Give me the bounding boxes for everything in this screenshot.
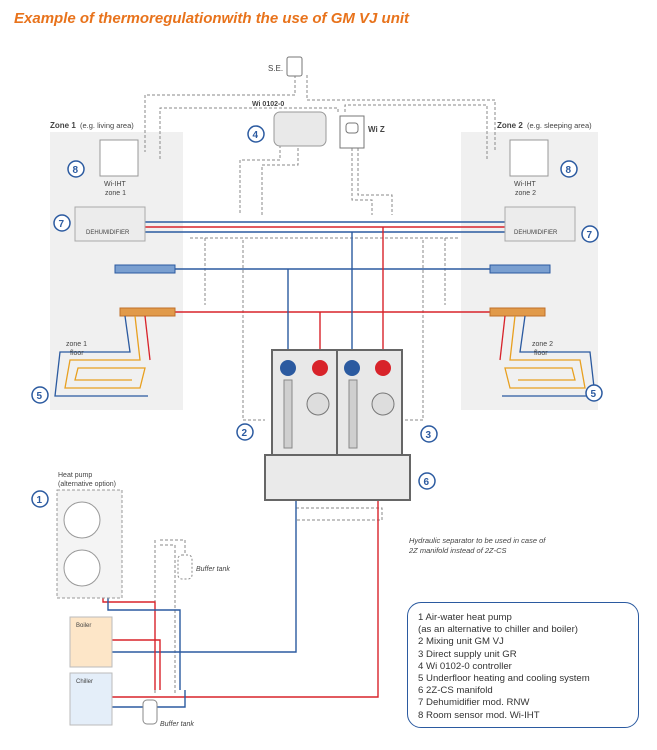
callout-5-left: 5 [37, 391, 43, 402]
dehumidifier-zone2 [504, 206, 576, 242]
chiller [69, 672, 113, 726]
floor-loop-zone2 [499, 315, 596, 397]
callout-7-right: 7 [587, 230, 593, 241]
control-wiring [144, 75, 496, 695]
buffer-tank-2 [142, 699, 158, 725]
legend-item: 7 Dehumidifier mod. RNW [418, 697, 530, 709]
legend-item: 3 Direct supply unit GR [418, 648, 517, 660]
boiler-label: Boiler [76, 623, 91, 629]
legend-item: 5 Underfloor heating and cooling system [418, 673, 590, 685]
manifold-zone1-return [114, 264, 176, 274]
callouts: 1 2 3 4 5 5 6 7 7 8 8 [31, 125, 603, 508]
floor2-label-b: floor [534, 350, 548, 357]
manifold-zone2-return [489, 264, 551, 274]
chiller-label: Chiller [76, 679, 93, 685]
callout-7-left: 7 [59, 219, 65, 230]
callout-8-right: 8 [566, 165, 572, 176]
buffer-tank-1 [177, 554, 193, 580]
callout-8-left: 8 [73, 165, 79, 176]
wi0102-label: Wi 0102-0 [252, 101, 284, 108]
floor1-label-b: floor [70, 350, 84, 357]
room-sensor-zone2 [509, 139, 549, 177]
se-label: S.E. [268, 64, 283, 73]
zone1-sensor-label: zone 1 [105, 190, 126, 197]
legend-item: 4 Wi 0102-0 controller [418, 660, 512, 672]
wi0102-controller [273, 111, 327, 147]
zone1-subtitle: (e.g. living area) [80, 121, 134, 130]
callout-5-right: 5 [591, 389, 597, 400]
manifold-zone2-supply [489, 307, 546, 317]
gauge-red-2 [375, 360, 391, 376]
callout-4: 4 [253, 130, 259, 141]
callout-1: 1 [37, 495, 43, 506]
gauge-blue-2 [344, 360, 360, 376]
room-sensor-zone1 [99, 139, 139, 177]
pump-2 [371, 392, 395, 416]
wiiht-label-2: Wi-IHT [514, 181, 536, 188]
legend-item: (as an alternative to chiller and boiler… [418, 624, 578, 636]
callout-3: 3 [426, 430, 432, 441]
floor-loop-zone1 [54, 315, 151, 397]
legend-item: 8 Room sensor mod. Wi-IHT [418, 709, 540, 721]
callout-2: 2 [242, 428, 248, 439]
wiz-device [339, 115, 365, 149]
fan-top-icon [63, 501, 101, 539]
zcs-manifold [264, 454, 411, 501]
wiz-label: Wi Z [368, 125, 385, 134]
supply-pipes [102, 221, 505, 708]
boiler [69, 616, 113, 668]
legend-item: 1 Air-water heat pump [418, 612, 512, 623]
se-sensor [286, 56, 303, 77]
heatpump-label-a: Heat pump [58, 472, 92, 479]
zone2-sensor-label: zone 2 [515, 190, 536, 197]
pump-1 [306, 392, 330, 416]
dehumidifier-zone1 [74, 206, 146, 242]
zone1-title: Zone 1 [50, 121, 76, 130]
legend-item: 2 Mixing unit GM VJ [418, 636, 504, 648]
gauge-red-1 [312, 360, 328, 376]
legend-box: 1 Air-water heat pump (as an alternative… [407, 602, 639, 728]
dehumidifier-label-1: DEHUMIDIFIER [86, 230, 130, 236]
zone2-title: Zone 2 [497, 121, 523, 130]
gauge-blue-1 [280, 360, 296, 376]
fan-bottom-icon [63, 549, 101, 587]
heatpump-label-b: (alternative option) [58, 481, 116, 488]
buffer-tank-label-1: Buffer tank [196, 566, 230, 573]
hydraulic-note-a: Hydraulic separator to be used in case o… [409, 536, 546, 545]
floor2-label-a: zone 2 [532, 341, 553, 348]
manifold-zone1-supply [119, 307, 176, 317]
dehumidifier-label-2: DEHUMIDIFIER [514, 230, 558, 236]
zone2-subtitle: (e.g. sleeping area) [527, 121, 592, 130]
legend-item: 6 2Z-CS manifold [418, 685, 493, 697]
wiiht-label-1: Wi-IHT [104, 181, 126, 188]
floor1-label-a: zone 1 [66, 341, 87, 348]
hydraulic-note-b: 2Z manifold instead of 2Z-CS [408, 546, 507, 555]
callout-6: 6 [424, 477, 430, 488]
buffer-tank-label-2: Buffer tank [160, 721, 194, 728]
diagram-title: Example of thermoregulationwith the use … [14, 10, 410, 27]
